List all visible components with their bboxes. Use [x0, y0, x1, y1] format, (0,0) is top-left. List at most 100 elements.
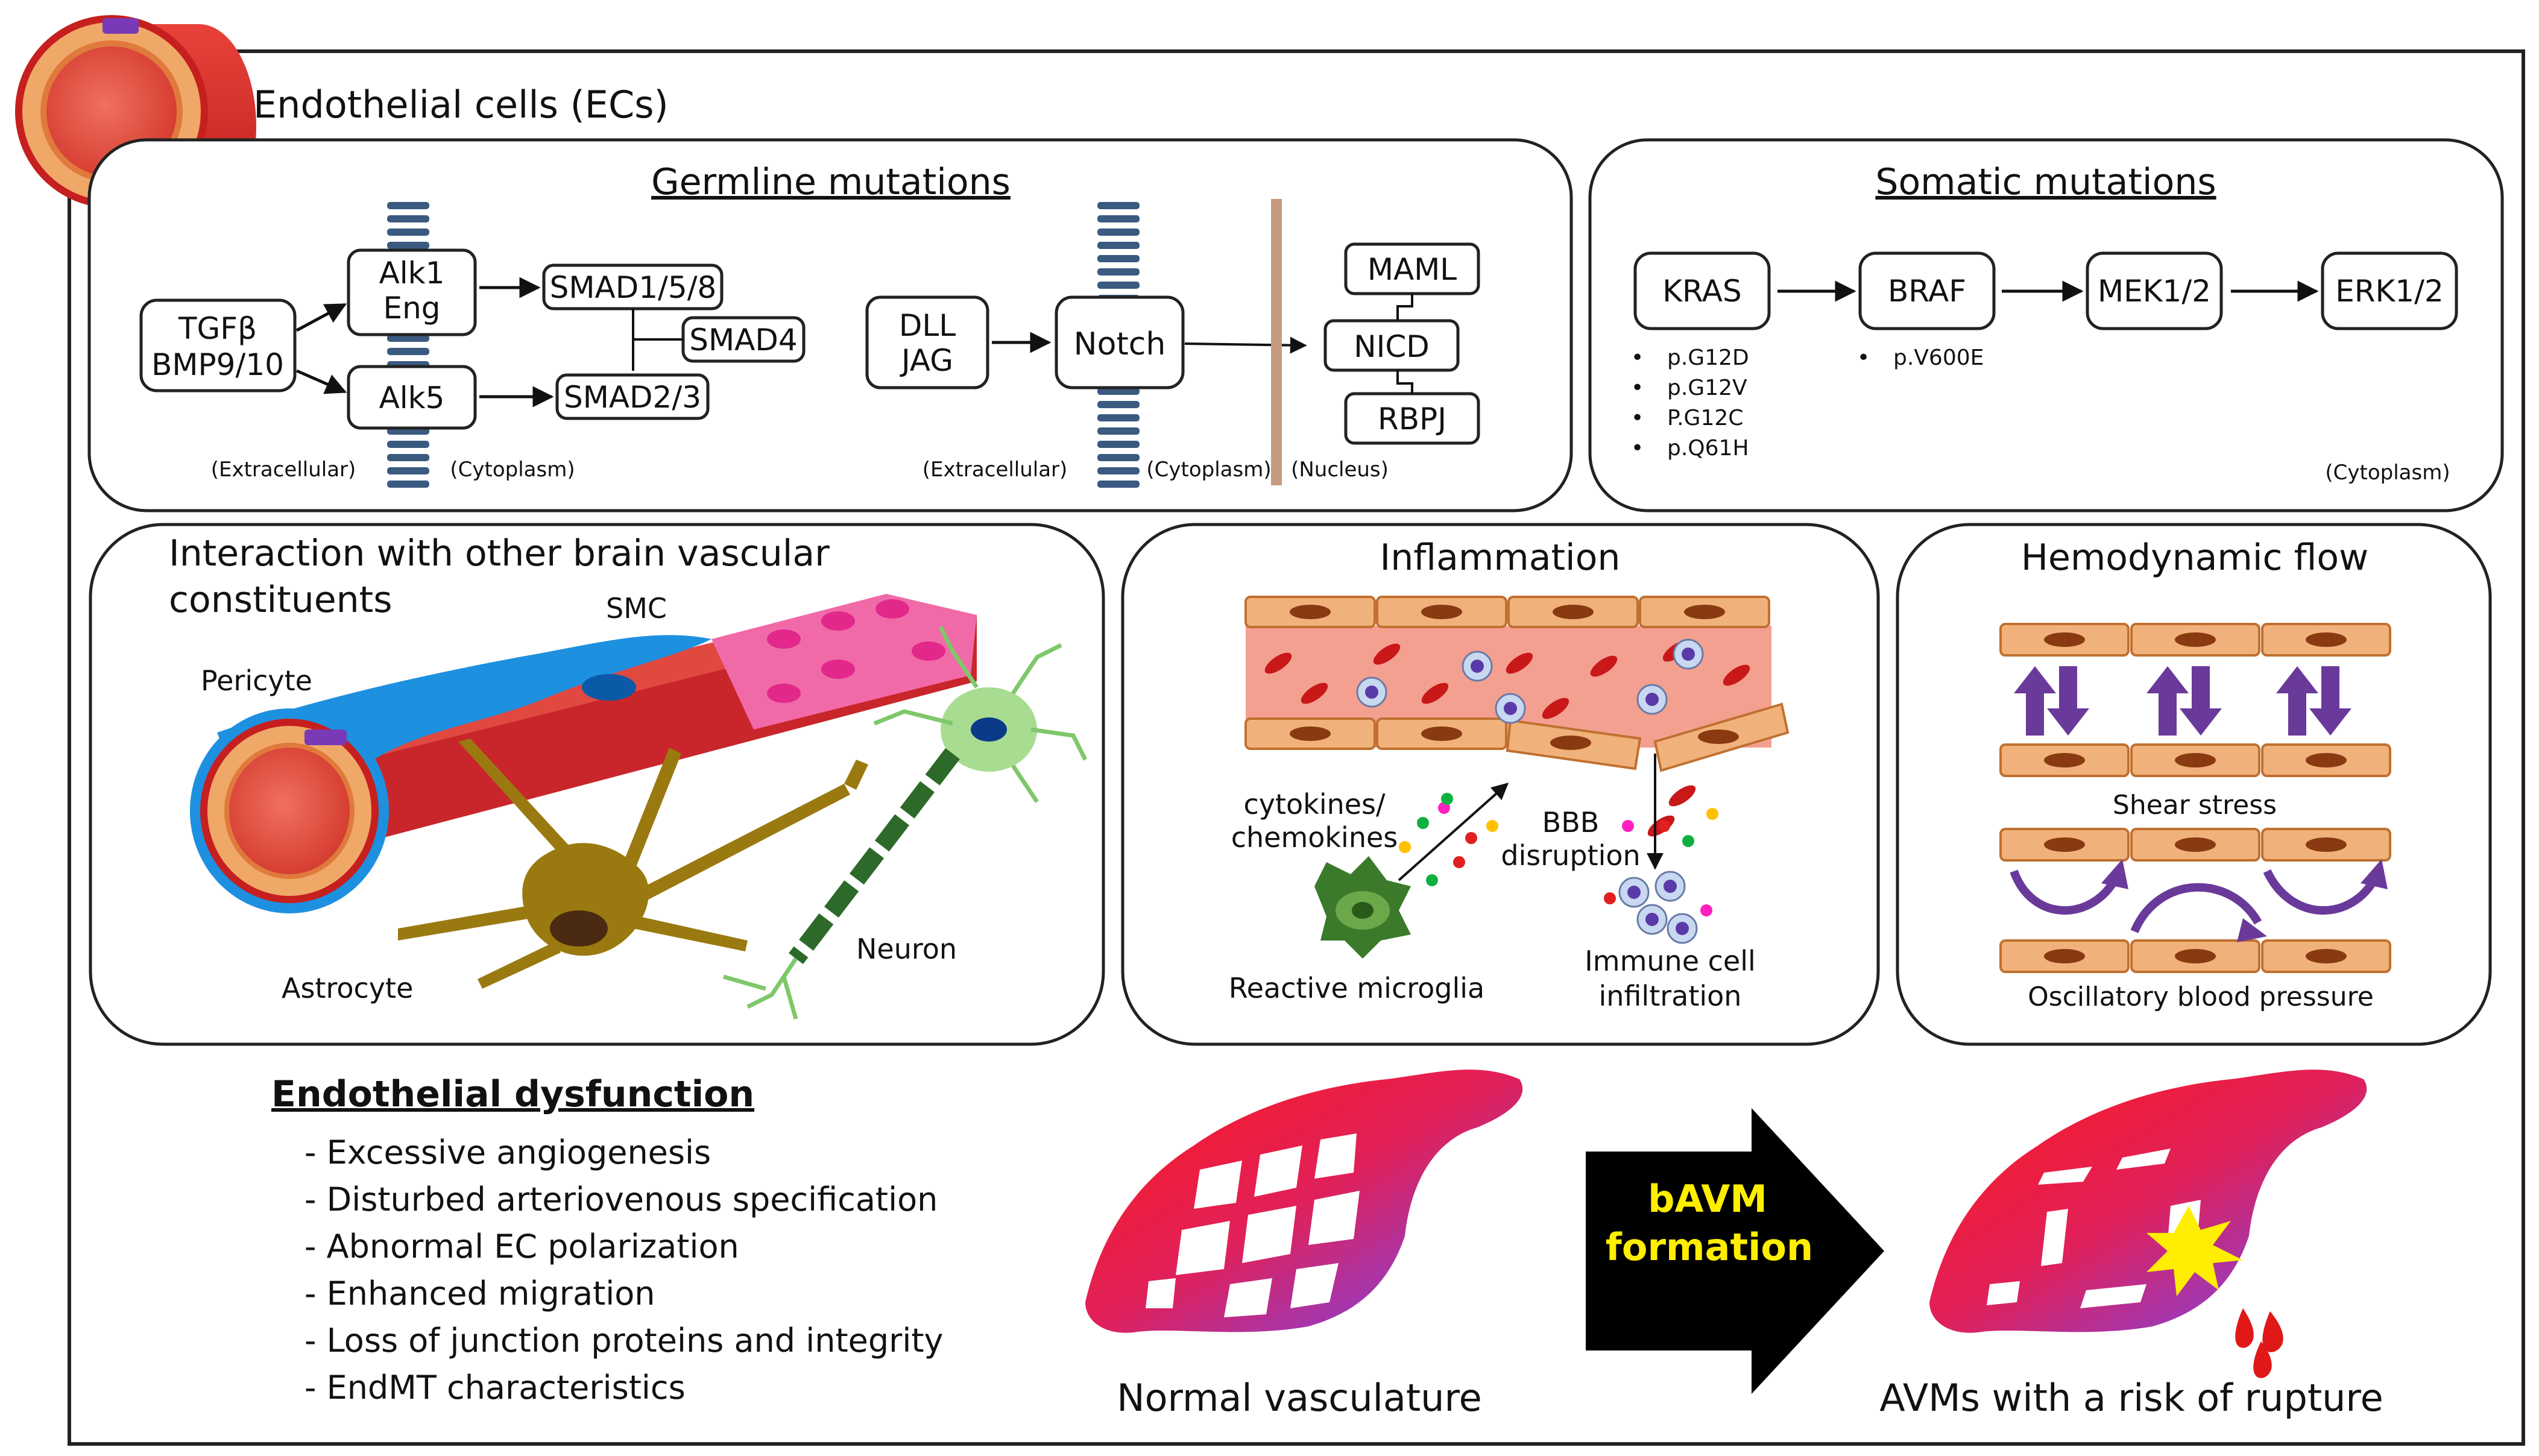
red-blood-cell — [1301, 682, 1328, 704]
endothelial-nucleus — [2175, 837, 2216, 852]
disruption-label: disruption — [1501, 839, 1640, 872]
membrane-lipid — [387, 481, 429, 488]
membrane-lipid — [1097, 427, 1140, 435]
endothelial-nucleus — [1290, 726, 1331, 741]
membrane-lipid — [1097, 282, 1140, 289]
endothelial-nucleus — [2306, 632, 2347, 647]
dll-box — [865, 295, 989, 389]
kras-mutation: p.Q61H — [1667, 436, 1749, 461]
kras-label: KRAS — [1662, 274, 1741, 309]
pericyte-label: Pericyte — [201, 664, 312, 697]
membrane-lipid — [387, 242, 429, 249]
endothelial-nucleus — [1553, 605, 1594, 619]
astrocyte-label: Astrocyte — [282, 972, 413, 1004]
red-blood-cell — [1264, 652, 1292, 674]
eng-label: Eng — [383, 291, 440, 326]
smad4-label: SMAD4 — [689, 323, 797, 358]
shear-stress-label: Shear stress — [2113, 790, 2277, 821]
mek-label: MEK1/2 — [2098, 274, 2211, 309]
endothelial-nucleus — [2306, 753, 2347, 767]
inflammation-panel: Inflammation cytokines/ chemokines BBB d… — [1121, 523, 1880, 1046]
normal-vasculature — [1085, 1070, 1523, 1333]
membrane-lipid — [1097, 215, 1140, 222]
neuron — [723, 626, 1088, 1020]
alk1-box — [347, 248, 477, 336]
notch-box — [1055, 295, 1185, 389]
bmp-label: BMP9/10 — [151, 347, 284, 382]
dysfunction-title: Endothelial dysfunction — [271, 1073, 754, 1115]
somatic-cytoplasm-label: (Cytoplasm) — [2325, 461, 2450, 485]
hemodynamic-panel: Hemodynamic flow Shear stress Oscillator… — [1896, 523, 2492, 1046]
kras-box — [1633, 251, 1771, 330]
microglia-cell — [1314, 856, 1411, 959]
braf-box — [1858, 251, 1996, 330]
cytokine-dot — [1700, 904, 1712, 916]
immune-cell-nucleus — [1676, 922, 1689, 935]
svg-text:•: • — [1631, 436, 1644, 461]
shear-arrow-up — [2276, 666, 2318, 736]
endothelial-nucleus — [1684, 605, 1725, 619]
cytokine-dot — [1426, 874, 1438, 886]
vessel-cross-section — [190, 708, 389, 913]
membrane-lipid — [387, 467, 429, 474]
endothelial-nucleus — [1290, 605, 1331, 619]
kras-mutation: p.G12D — [1667, 345, 1749, 370]
avm-rupture-label: AVMs with a risk of rupture — [1879, 1376, 2383, 1420]
red-blood-cell — [1590, 655, 1618, 677]
endothelial-nucleus — [2044, 837, 2085, 852]
membrane-lipid — [1097, 454, 1140, 461]
membrane-lipid — [1097, 467, 1140, 474]
notch-label: Notch — [1074, 326, 1166, 362]
cytokine-dot — [1622, 820, 1634, 832]
bbb-label: BBB — [1542, 806, 1600, 839]
formation-label: formation — [1606, 1225, 1813, 1269]
immune-cell-nucleus — [1664, 880, 1677, 893]
leukocyte-nucleus — [1504, 702, 1517, 715]
membrane-lipid — [1097, 388, 1140, 395]
membrane-lipid — [387, 348, 429, 355]
extracellular-label-2: (Extracellular) — [923, 458, 1068, 482]
endothelial-nucleus — [2175, 753, 2216, 767]
erk-box — [2321, 251, 2458, 330]
immune-cell-nucleus — [1645, 913, 1659, 926]
shear-arrow-down — [2047, 666, 2089, 736]
endothelial-nucleus — [2175, 632, 2216, 647]
smc-label: SMC — [606, 592, 667, 625]
rupture-burst — [2146, 1206, 2243, 1296]
bavm-formation-arrow: bAVM formation — [1586, 1108, 1884, 1394]
membrane-lipid — [1097, 242, 1140, 249]
endothelial-nucleus — [1698, 730, 1739, 744]
endothelial-nucleus — [1421, 605, 1462, 619]
leukocyte-nucleus — [1471, 660, 1484, 673]
red-blood-cell — [1668, 785, 1696, 807]
somatic-panel: Somatic mutations KRAS BRAF MEK1/2 ERK1/… — [1588, 138, 2504, 512]
svg-text:•: • — [1857, 345, 1870, 370]
oscillation-arrow — [2263, 869, 2380, 915]
leukocyte-nucleus — [1645, 693, 1659, 706]
bavm-label: bAVM — [1648, 1177, 1767, 1221]
interaction-panel: Interaction with other brain vascular co… — [89, 523, 1105, 1046]
cytokines-label: cytokines/ — [1243, 788, 1386, 821]
cytoplasm-label: (Cytoplasm) — [450, 458, 575, 482]
inflammation-title: Inflammation — [1380, 537, 1621, 579]
endothelial-nucleus — [1421, 726, 1462, 741]
cytokine-dot — [1465, 832, 1477, 844]
endothelial-nucleus — [2044, 632, 2085, 647]
hemodynamic-title: Hemodynamic flow — [2021, 537, 2368, 579]
endothelial-nucleus — [1550, 736, 1591, 750]
astrocyte — [398, 739, 868, 989]
dysfunction-item: - Loss of junction proteins and integrit… — [304, 1322, 943, 1360]
oscillatory-label: Oscillatory blood pressure — [2028, 982, 2374, 1012]
dll-label: DLL — [899, 308, 956, 343]
dysfunction-item: - EndMT characteristics — [304, 1369, 686, 1407]
cytokine-dot — [1399, 841, 1411, 853]
braf-mutation: p.V600E — [1893, 345, 1984, 370]
smad23-box — [555, 373, 710, 420]
cytokine-dot — [1441, 793, 1453, 805]
somatic-title: Somatic mutations — [1875, 161, 2216, 203]
avm-rupture — [1929, 1070, 2367, 1378]
membrane-lipid — [1097, 268, 1140, 276]
microglia-label: Reactive microglia — [1229, 972, 1485, 1004]
cytokine-dot — [1604, 892, 1616, 904]
